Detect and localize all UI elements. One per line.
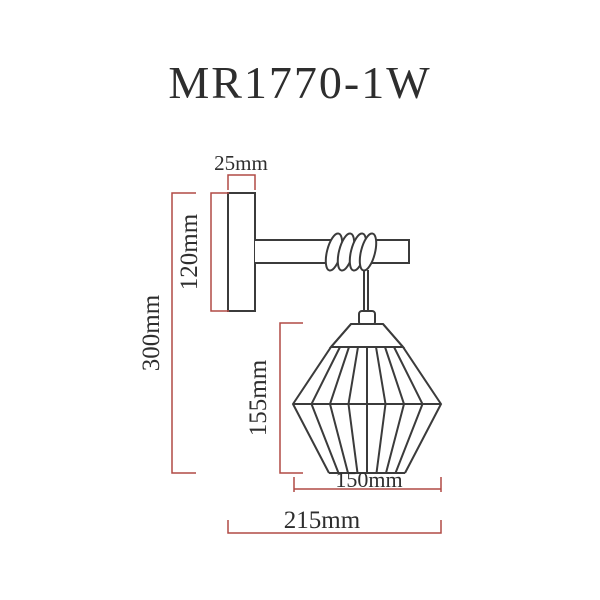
shade-outline-right <box>382 323 443 474</box>
dim-label-plate-height: 120mm <box>176 213 203 290</box>
shade-ribs <box>310 346 424 474</box>
cord-coil <box>324 232 378 272</box>
dim-total-depth <box>227 520 442 534</box>
shade-outline-left <box>291 323 352 474</box>
fixture-drawing <box>227 192 443 474</box>
dim-label-plate-width: 25mm <box>214 151 268 175</box>
dim-shade-height <box>279 322 303 474</box>
lampshade <box>291 323 443 474</box>
model-title: MR1770-1W <box>168 57 432 108</box>
dim-label-total-height: 300mm <box>138 294 165 371</box>
dim-plate-height <box>210 192 229 312</box>
dim-plate-width <box>227 174 256 190</box>
dim-label-total-depth: 215mm <box>284 507 361 534</box>
dim-label-shade-height: 155mm <box>245 359 272 436</box>
hanging-cord <box>363 270 369 312</box>
dim-label-shade-diameter: 150mm <box>335 467 402 492</box>
wall-plate <box>227 192 256 312</box>
socket-holder <box>358 310 376 326</box>
dimension-labels: 25mm 120mm 300mm 155mm 150mm 215mm <box>138 151 403 534</box>
dimension-lines <box>171 174 442 534</box>
dim-total-height <box>171 192 196 474</box>
dim-shade-diameter <box>293 477 442 492</box>
